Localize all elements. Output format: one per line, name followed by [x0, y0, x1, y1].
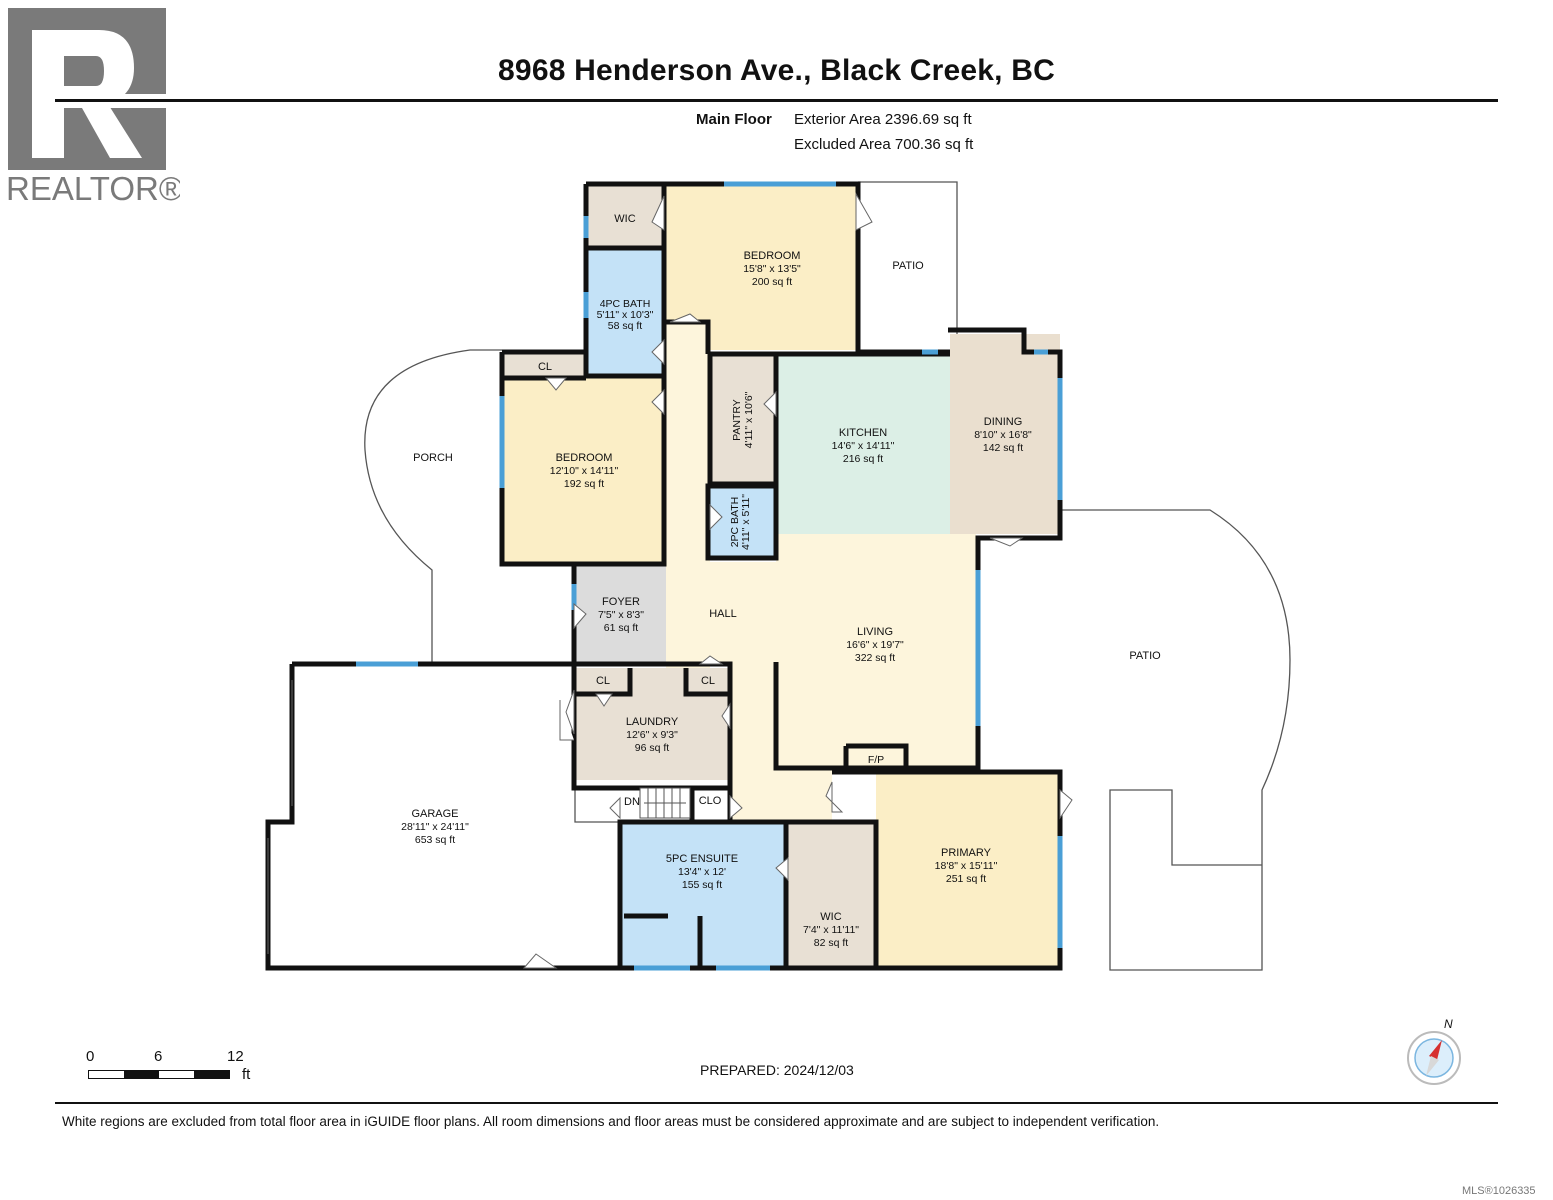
porch-label: PORCH	[413, 452, 453, 464]
cl-laundry-right-label: CL	[701, 675, 715, 687]
outdoor-outlines	[364, 181, 1291, 971]
kitchen-dims: 14'6" x 14'11"	[832, 440, 895, 452]
primary-label: PRIMARY	[941, 847, 992, 859]
room-labels: WIC BEDROOM 15'8" x 13'5" 200 sq ft PATI…	[401, 213, 1161, 949]
laundry-area: 96 sq ft	[635, 742, 670, 754]
scale-unit: ft	[242, 1066, 251, 1083]
foyer-dims: 7'5" x 8'3"	[598, 609, 644, 621]
stairs	[639, 787, 691, 819]
excluded-area: Excluded Area 700.36 sq ft	[794, 136, 974, 153]
disclaimer-text: White regions are excluded from total fl…	[62, 1114, 1160, 1129]
bedroom-top-label: BEDROOM	[744, 250, 801, 262]
realtor-logo: REALTOR®	[6, 8, 180, 207]
ensuite-area: 155 sq ft	[682, 879, 722, 891]
hall-label: HALL	[709, 608, 737, 620]
compass-icon: N	[1407, 1017, 1461, 1085]
bath2-label: 2PC BATH	[729, 497, 741, 548]
bath2-dims: 4'11" x 5'11"	[740, 494, 752, 550]
exterior-area: Exterior Area 2396.69 sq ft	[794, 111, 972, 128]
pantry-label: PANTRY	[731, 399, 743, 441]
wic-top-fill	[586, 186, 664, 248]
living-fill	[776, 534, 976, 770]
bedroom-left-fill	[504, 378, 664, 562]
primary-dims: 18'8" x 15'11"	[935, 860, 998, 872]
scale-tick-6: 6	[154, 1048, 163, 1065]
dining-label: DINING	[984, 416, 1023, 428]
cl-bedroom-label: CL	[538, 361, 552, 373]
page-title: 8968 Henderson Ave., Black Creek, BC	[498, 54, 1055, 87]
bath2-fill	[710, 486, 774, 556]
realtor-wordmark: REALTOR®	[6, 170, 180, 207]
compass-north-label: N	[1444, 1017, 1453, 1031]
dining-fill	[950, 334, 1060, 534]
stairs-down-label: DN	[624, 796, 640, 808]
patio-top-label: PATIO	[892, 260, 924, 272]
mls-number: MLS®1026335	[1462, 1185, 1536, 1197]
pantry-dims: 4'11" x 10'6"	[743, 391, 755, 448]
bedroom-left-dims: 12'10" x 14'11"	[550, 465, 619, 477]
wic-bottom-fill	[788, 822, 876, 968]
bath4-dims: 5'11" x 10'3"	[597, 309, 654, 321]
cl-bedroom-fill	[504, 354, 586, 378]
wic-top-label: WIC	[614, 213, 635, 225]
ensuite-label: 5PC ENSUITE	[666, 853, 738, 865]
laundry-label: LAUNDRY	[626, 716, 679, 728]
bedroom-left-label: BEDROOM	[556, 452, 613, 464]
wic-bottom-dims: 7'4" x 11'11"	[803, 924, 859, 936]
patio-top-outline	[858, 181, 958, 352]
bath4-area: 58 sq ft	[608, 320, 643, 332]
bedroom-left-area: 192 sq ft	[564, 478, 604, 490]
dining-dims: 8'10" x 16'8"	[974, 429, 1032, 441]
cl-laundry-left-label: CL	[596, 675, 610, 687]
title-divider	[55, 99, 1498, 102]
garage-openings	[267, 680, 293, 954]
primary-fill	[876, 772, 1060, 968]
garage-label: GARAGE	[411, 808, 458, 820]
hall-fill-b	[666, 562, 776, 662]
laundry-fill	[574, 668, 730, 780]
ensuite-fill	[620, 822, 786, 968]
scale-tick-0: 0	[86, 1048, 95, 1065]
ensuite-dims: 13'4" x 12'	[678, 866, 726, 878]
foyer-label: FOYER	[602, 596, 640, 608]
windows	[356, 181, 1063, 971]
laundry-dims: 12'6" x 9'3"	[626, 729, 678, 741]
garage-area: 653 sq ft	[415, 834, 455, 846]
bath4-label: 4PC BATH	[600, 298, 651, 310]
kitchen-fill	[776, 354, 950, 534]
footer-divider	[55, 1102, 1498, 1104]
pantry-fill	[710, 354, 776, 484]
living-area: 322 sq ft	[855, 652, 895, 664]
bath4-fill	[586, 250, 664, 374]
porch-outline	[364, 349, 502, 663]
foyer-fill	[574, 564, 666, 664]
kitchen-label: KITCHEN	[839, 427, 887, 439]
room-fills	[504, 186, 1060, 968]
living-label: LIVING	[857, 626, 893, 638]
doors	[522, 192, 1073, 969]
wic-bottom-area: 82 sq ft	[814, 937, 849, 949]
kitchen-area: 216 sq ft	[843, 453, 883, 465]
primary-area: 251 sq ft	[946, 873, 986, 885]
clo-label: CLO	[699, 795, 722, 807]
bedroom-top-area: 200 sq ft	[752, 276, 792, 288]
scale-bar: 0 6 12 ft	[86, 1048, 266, 1088]
garage-dims: 28'11" x 24'11"	[401, 821, 469, 833]
scale-tick-12: 12	[227, 1048, 244, 1065]
patio-right-label: PATIO	[1129, 650, 1161, 662]
living-dims: 16'6" x 19'7"	[846, 639, 904, 651]
dining-area: 142 sq ft	[983, 442, 1023, 454]
scale-bar-track	[88, 1070, 230, 1079]
foyer-area: 61 sq ft	[604, 622, 639, 634]
patio-right-outline	[1062, 509, 1291, 971]
wic-bottom-label: WIC	[820, 911, 841, 923]
bedroom-top-dims: 15'8" x 13'5"	[743, 263, 801, 275]
floor-label: Main Floor	[696, 111, 772, 128]
hall-fill-c	[730, 660, 776, 820]
prepared-date: PREPARED: 2024/12/03	[700, 1062, 854, 1078]
fireplace-label: F/P	[868, 754, 884, 766]
